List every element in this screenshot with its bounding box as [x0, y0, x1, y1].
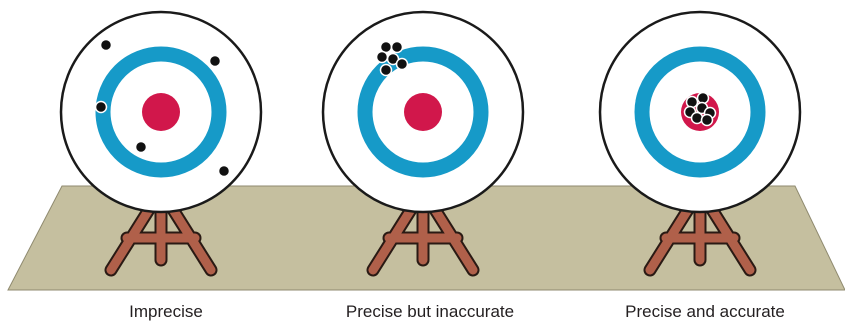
bullet-hole	[96, 102, 107, 113]
bullseye	[142, 93, 180, 131]
bullet-hole	[381, 65, 392, 76]
bullet-hole	[687, 97, 698, 108]
target-icon	[600, 12, 800, 212]
bullet-hole	[392, 42, 403, 53]
caption-imprecise: Imprecise	[46, 302, 286, 322]
bullet-hole	[702, 115, 713, 126]
caption-precise-and-accurate: Precise and accurate	[585, 302, 825, 322]
bullet-hole	[210, 56, 221, 67]
bullet-hole	[101, 40, 112, 51]
bullet-hole	[692, 113, 703, 124]
bullet-hole	[377, 52, 388, 63]
target-icon	[61, 12, 261, 212]
bullet-hole	[397, 59, 408, 70]
target-icon	[323, 12, 523, 212]
caption-precise-but-inaccurate: Precise but inaccurate	[310, 302, 550, 322]
bullet-hole	[136, 142, 147, 153]
bullet-hole	[219, 166, 230, 177]
bullseye	[404, 93, 442, 131]
